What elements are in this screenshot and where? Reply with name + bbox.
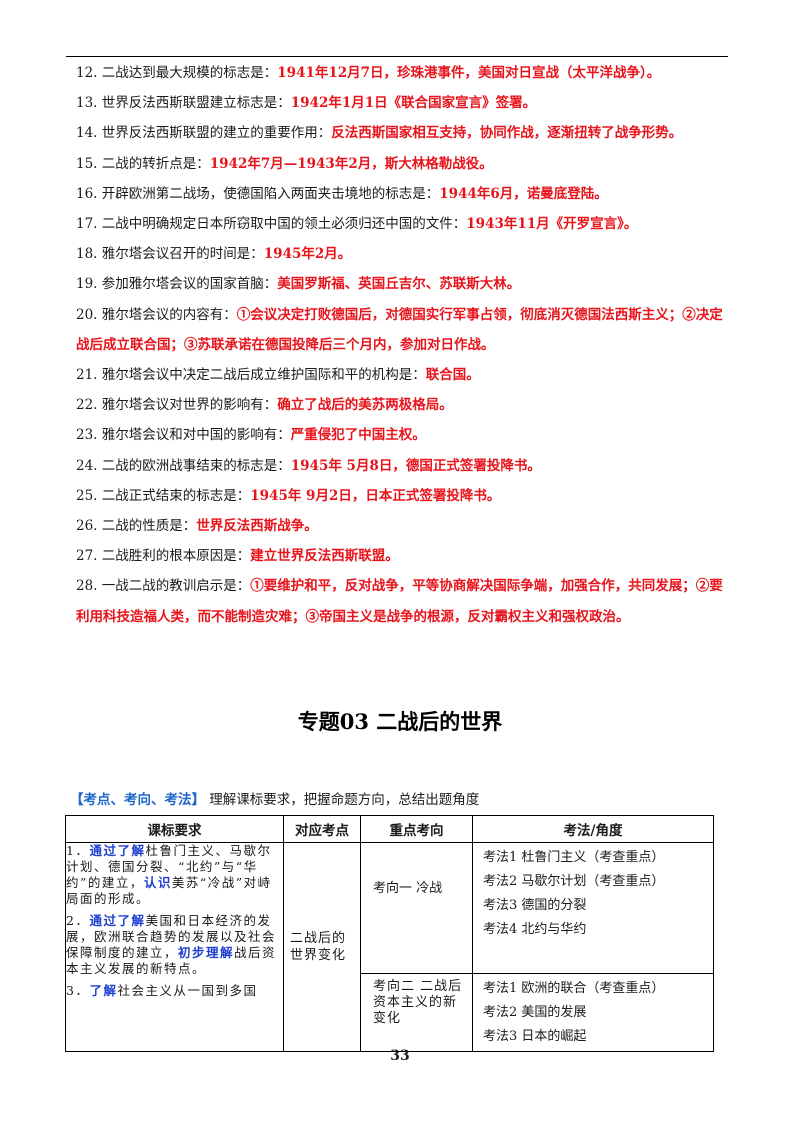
method-item: 考法1 欧洲的联合（考查重点） [483, 981, 665, 996]
methods-cell: 考法1 杜鲁门主义（考查重点） 考法2 马歇尔计划（考查重点） 考法3 德国的分… [472, 842, 714, 974]
exam-points-line: 【考点、考向、考法】 理解课标要求，把握命题方向，总结出题角度 [70, 788, 479, 808]
list-item: 18. 雅尔塔会议召开的时间是：1945年2月。 [76, 246, 352, 263]
qa-list: 12. 二战达到最大规模的标志是：1941年12月7日，珍珠港事件，美国对日宣战… [76, 58, 736, 632]
list-item: 19. 参加雅尔塔会议的国家首脑：美国罗斯福、英国丘吉尔、苏联斯大林。 [76, 276, 521, 293]
list-item: 26. 二战的性质是：世界反法西斯战争。 [76, 518, 318, 535]
exam-points-tag: 【考点、考向、考法】 [70, 792, 205, 808]
method-item: 考法4 北约与华约 [483, 922, 587, 937]
exam-table: 课标要求 对应考点 重点考向 考法/角度 1．通过了解杜鲁门主义、马歇尔计划、德… [65, 815, 714, 1052]
list-item: 21. 雅尔塔会议中决定二战后成立维护国际和平的机构是：联合国。 [76, 367, 480, 384]
table-header: 对应考点 [283, 815, 361, 843]
requirement-item: 2．通过了解美国和日本经济的发展，欧洲联合趋势的发展以及社会保障制度的建立，初步… [66, 913, 277, 976]
table-row: 考向二 二战后资本主义的新变化 考法1 欧洲的联合（考查重点） 考法2 美国的发… [66, 973, 714, 1052]
direction-cell: 考向一 冷战 [360, 842, 473, 974]
list-item: 12. 二战达到最大规模的标志是：1941年12月7日，珍珠港事件，美国对日宣战… [76, 65, 661, 81]
table-header: 课标要求 [65, 815, 284, 843]
list-item: 24. 二战的欧洲战事结束的标志是：1945年 5月8日，德国正式签署投降书。 [76, 457, 541, 474]
method-item: 考法1 杜鲁门主义（考查重点） [483, 850, 665, 865]
header-rule [66, 56, 728, 57]
list-item: 20. 雅尔塔会议的内容有：①会议决定打败德国后，对德国实行军事占领，彻底消灭德… [76, 306, 723, 353]
method-item: 考法2 美国的发展 [483, 1005, 587, 1020]
list-item: 28. 一战二战的教训启示是：①要维护和平，反对战争，平等协商解决国际争端，加强… [76, 578, 723, 625]
list-item: 16. 开辟欧洲第二战场，使德国陷入两面夹击境地的标志是：1944年6月，诺曼底… [76, 185, 608, 202]
list-item: 15. 二战的转折点是：1942年7月—1943年2月，斯大林格勒战役。 [76, 155, 493, 172]
method-item: 考法3 日本的崛起 [483, 1029, 587, 1044]
requirement-item: 3．了解社会主义从一国到多国 [66, 983, 258, 998]
list-item: 17. 二战中明确规定日本所窃取中国的领土必须归还中国的文件：1943年11月《… [76, 216, 638, 233]
page-number: 33 [390, 1048, 410, 1064]
table-row: 1．通过了解杜鲁门主义、马歇尔计划、德国分裂、“北约”与“华约”的建立，认识美苏… [65, 842, 714, 1052]
list-item: 13. 世界反法西斯联盟建立标志是：1942年1月1日《联合国家宣言》签署。 [76, 95, 537, 112]
methods-cell: 考法1 欧洲的联合（考查重点） 考法2 美国的发展 考法3 日本的崛起 [472, 973, 714, 1052]
method-item: 考法3 德国的分裂 [483, 898, 587, 913]
exam-points-desc: 理解课标要求，把握命题方向，总结出题角度 [209, 792, 480, 808]
table-header: 考法/角度 [472, 815, 714, 843]
requirement-item: 1．通过了解杜鲁门主义、马歇尔计划、德国分裂、“北约”与“华约”的建立，认识美苏… [66, 843, 272, 906]
method-item: 考法2 马歇尔计划（考查重点） [483, 874, 665, 889]
list-item: 22. 雅尔塔会议对世界的影响有：确立了战后的美苏两极格局。 [76, 397, 453, 414]
topic-cell: 二战后的世界变化 [283, 842, 361, 1052]
table-header-row: 课标要求 对应考点 重点考向 考法/角度 [65, 815, 714, 843]
list-item: 25. 二战正式结束的标志是：1945年 9月2日，日本正式签署投降书。 [76, 487, 501, 504]
list-item: 27. 二战胜利的根本原因是：建立世界反法西斯联盟。 [76, 548, 399, 565]
curriculum-requirements-cell: 1．通过了解杜鲁门主义、马歇尔计划、德国分裂、“北约”与“华约”的建立，认识美苏… [65, 842, 284, 1052]
direction-cell: 考向二 二战后资本主义的新变化 [360, 973, 473, 1052]
section-title: 专题03 二战后的世界 [297, 709, 503, 734]
list-item: 23. 雅尔塔会议和对中国的影响有：严重侵犯了中国主权。 [76, 427, 426, 444]
list-item: 14. 世界反法西斯联盟的建立的重要作用：反法西斯国家相互支持，协同作战，逐渐扭… [76, 125, 683, 142]
table-header: 重点考向 [360, 815, 473, 843]
